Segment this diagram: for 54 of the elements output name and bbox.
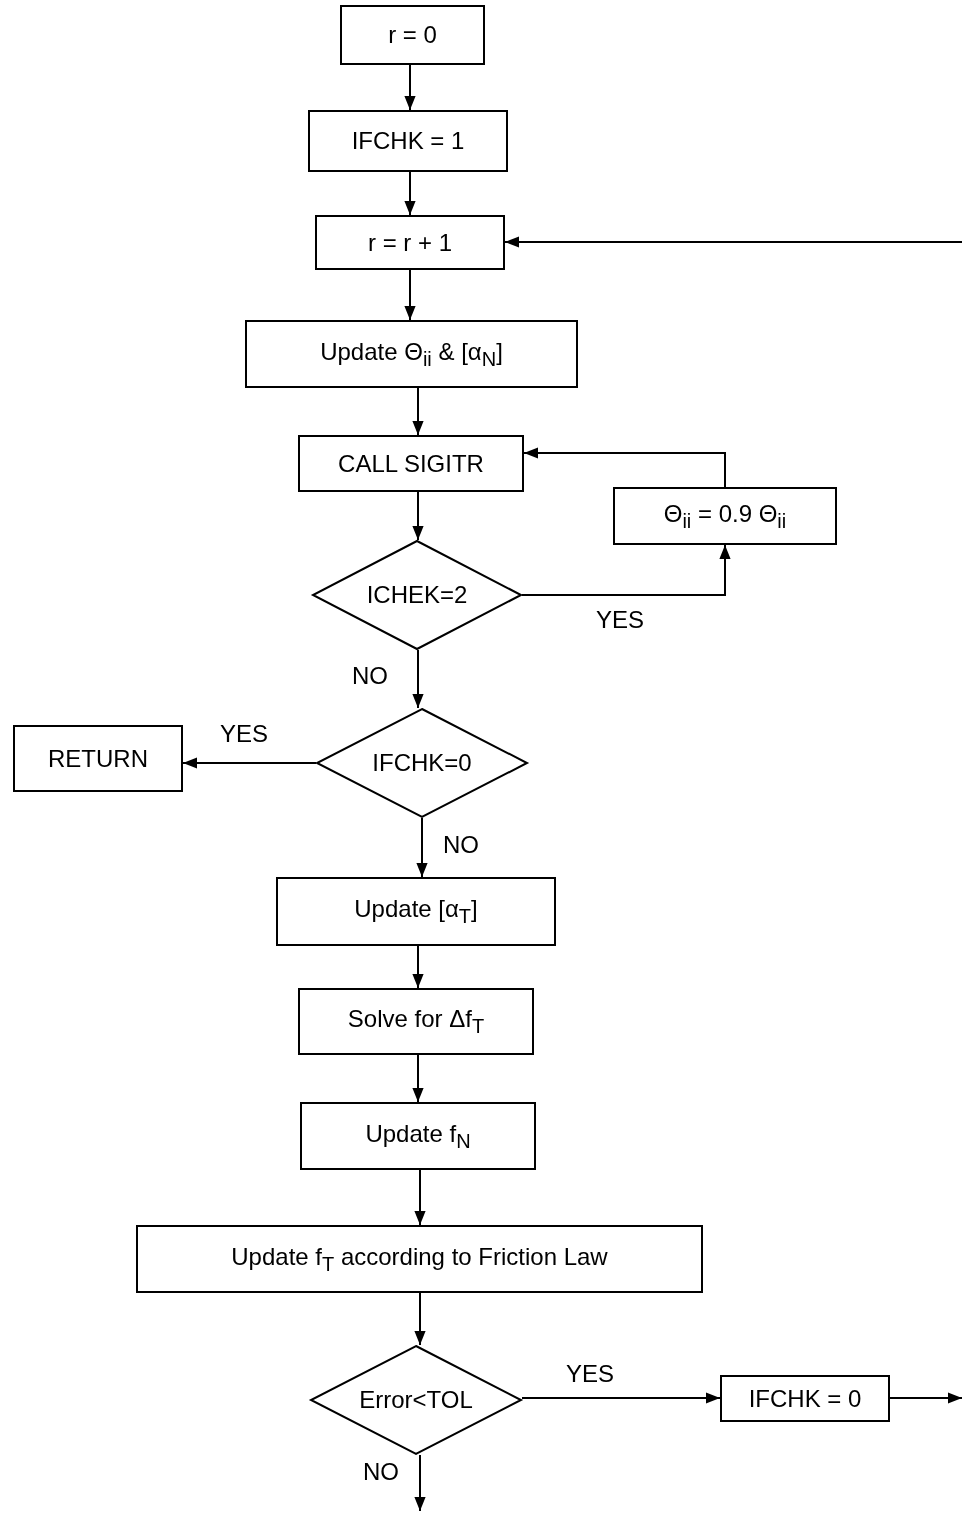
arrow — [182, 757, 317, 769]
process-box — [613, 487, 837, 545]
arrow — [412, 491, 424, 541]
edge-label: YES — [566, 1360, 615, 1388]
arrow — [412, 945, 424, 989]
process-box — [308, 110, 508, 172]
process-box — [245, 320, 578, 388]
arrow — [412, 1054, 424, 1103]
process-box — [315, 215, 505, 270]
node-text: Error<TOL — [359, 1386, 473, 1414]
node-text: r = 0 — [388, 21, 437, 49]
process-box — [298, 435, 524, 492]
arrow — [521, 544, 731, 596]
process-box — [276, 877, 556, 946]
process-box — [298, 988, 534, 1055]
arrow — [889, 1392, 963, 1404]
arrow — [404, 171, 416, 216]
decision-diamond — [310, 1345, 522, 1455]
node-text: CALL SIGITR — [338, 449, 484, 478]
arrow — [504, 236, 963, 248]
arrow — [404, 269, 416, 321]
edge-label: YES — [596, 606, 645, 634]
process-box — [13, 725, 183, 792]
process-box — [300, 1102, 536, 1170]
edge-label: YES — [220, 720, 269, 748]
decision-diamond — [316, 708, 528, 818]
arrow — [523, 447, 726, 488]
node-text: Update f$_{T}$ according to Friction Law — [231, 1242, 608, 1276]
arrow — [521, 1392, 721, 1404]
arrow — [404, 64, 416, 111]
node-text: Update [α$_{T}$] — [354, 895, 478, 928]
arrow — [414, 1454, 426, 1512]
node-text: IFCHK=0 — [372, 749, 472, 777]
node-text: ICHEK=2 — [366, 581, 468, 609]
node-text: Solve for Δf$_{T}$ — [347, 1005, 485, 1038]
node-text: r = r + 1 — [367, 228, 452, 257]
node-text: Update f$_{N}$ — [365, 1119, 471, 1153]
arrow — [412, 649, 424, 709]
process-box — [136, 1225, 703, 1293]
edge-label: NO — [352, 662, 388, 690]
node-text: Θ$_{ii}$ = 0.9 Θ$_{ii}$ — [663, 499, 787, 533]
process-box — [720, 1375, 890, 1422]
arrow — [416, 817, 428, 878]
arrow — [414, 1292, 426, 1346]
decision-diamond — [312, 540, 522, 650]
arrow — [414, 1169, 426, 1226]
process-box — [340, 5, 485, 65]
edge-label: NO — [363, 1458, 399, 1486]
edge-label: NO — [443, 831, 479, 859]
node-text: IFCHK = 1 — [351, 127, 465, 155]
node-text: Update Θ$_{ii}$ & [α$_{N}$] — [320, 337, 503, 371]
node-text: IFCHK = 0 — [748, 1384, 862, 1413]
node-text: RETURN — [48, 744, 148, 773]
arrow — [412, 387, 424, 436]
